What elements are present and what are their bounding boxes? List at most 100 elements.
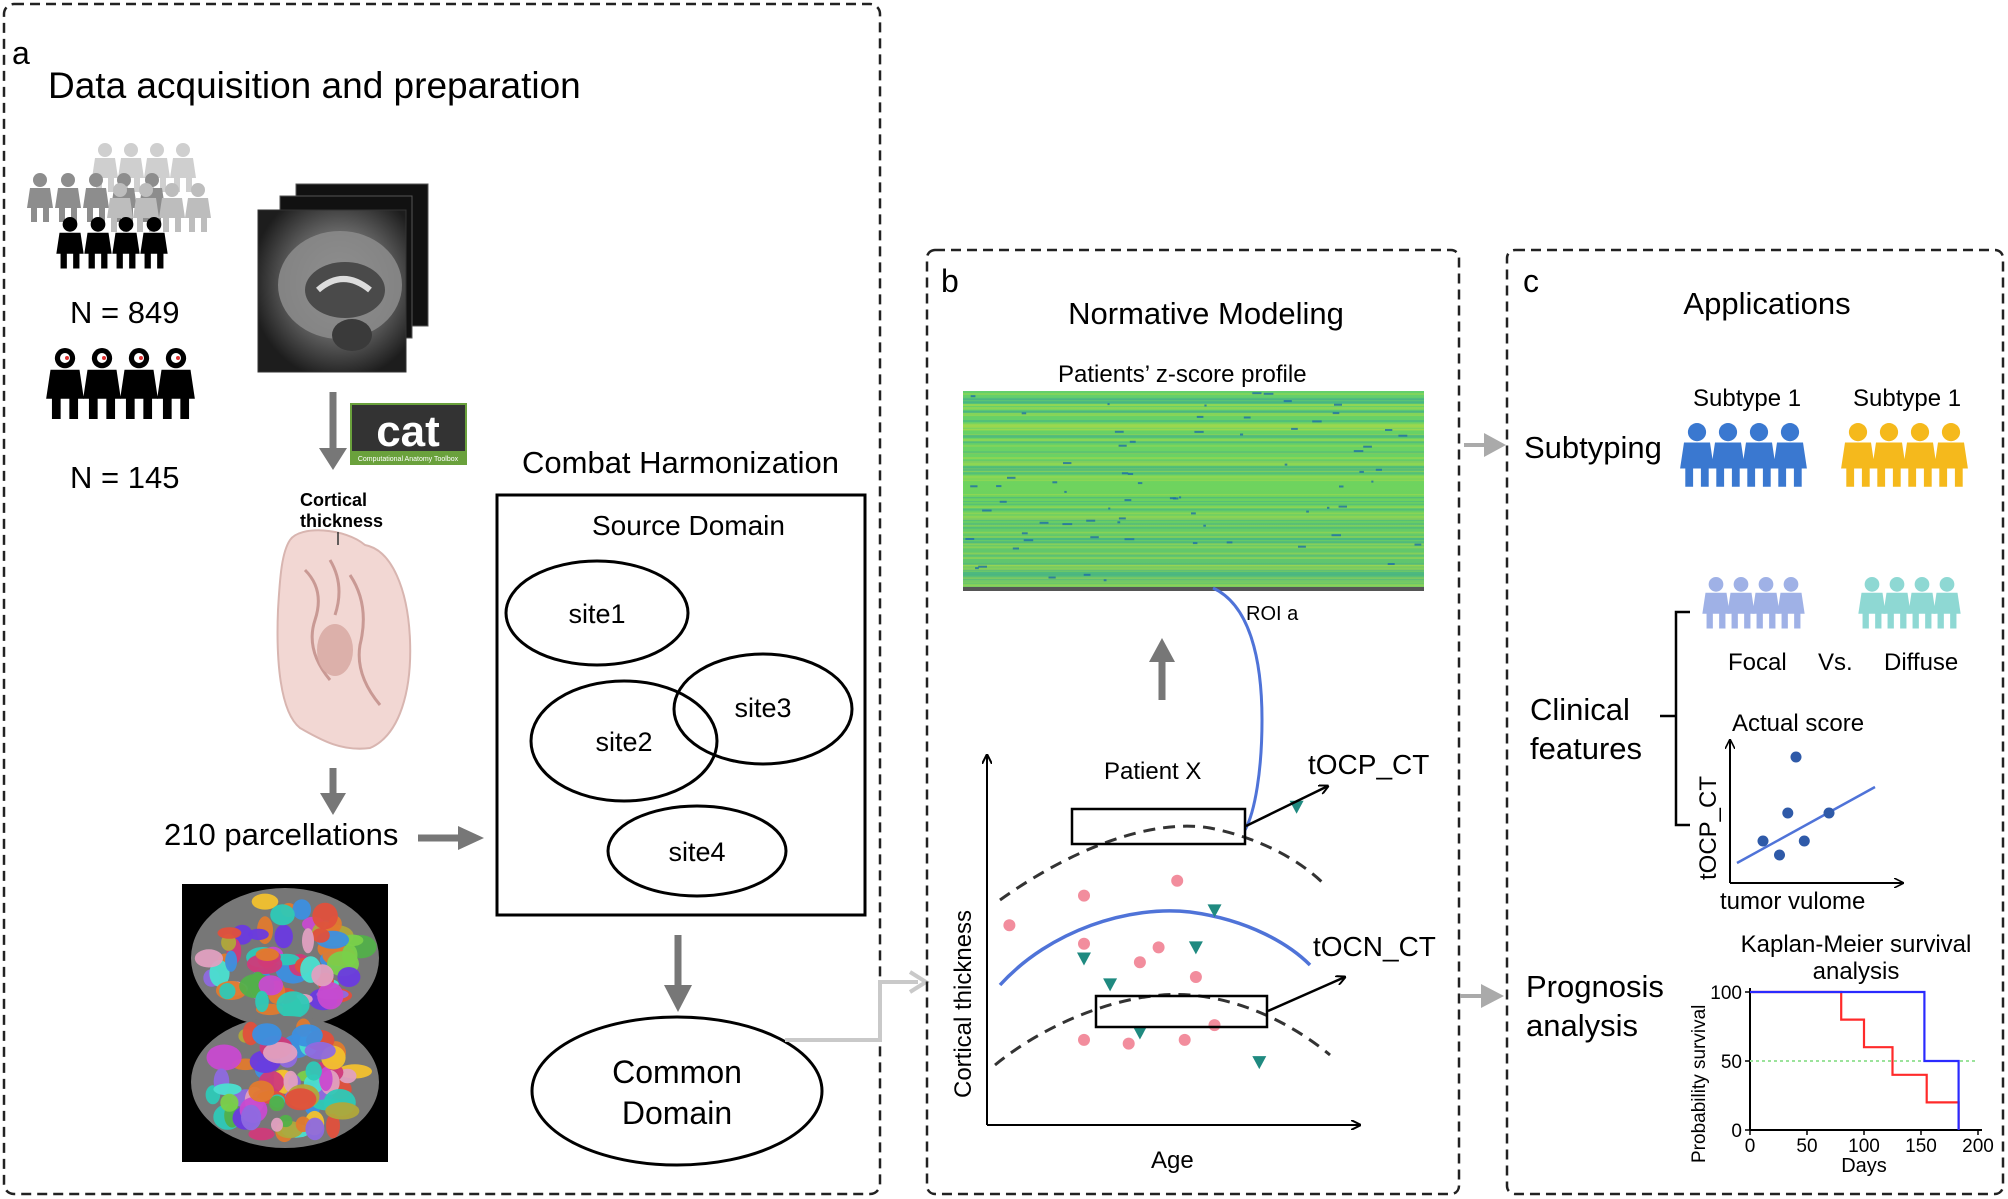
- scatter-point: [1823, 807, 1835, 819]
- person-icon: [55, 173, 81, 222]
- person-icon: [56, 217, 84, 269]
- tocp-box: [1070, 807, 1247, 846]
- km-ylabel: Probability survival: [1689, 1005, 1710, 1163]
- diffuse-label: Diffuse: [1884, 649, 1958, 676]
- mri-slices-icon: [257, 183, 429, 373]
- roi-link-curve: [1212, 586, 1264, 831]
- person-icon: [27, 173, 53, 222]
- connector-arrow-icon: [1460, 984, 1504, 1008]
- site2-label: site2: [595, 727, 652, 757]
- source-domain-label: Source Domain: [592, 510, 785, 541]
- tocp-label: tOCP_CT: [1308, 749, 1429, 780]
- km-x-tick-label: 200: [1962, 1136, 1994, 1157]
- person-icon: [1727, 577, 1755, 629]
- data-point-triangle: [1076, 952, 1091, 966]
- common-domain-line1: Common: [612, 1054, 742, 1090]
- person-icon: [83, 348, 121, 420]
- person-icon: [83, 173, 109, 222]
- regression-line: [1736, 785, 1876, 865]
- clinical-label-line1: Clinical: [1530, 692, 1630, 727]
- person-icon: [159, 183, 185, 232]
- km-x-tick-label: 150: [1905, 1136, 1937, 1157]
- arrow-up-icon: [1149, 638, 1175, 700]
- person-icon: [120, 348, 158, 420]
- arrow-down-icon: [319, 392, 347, 470]
- data-point-dot: [1078, 1033, 1090, 1046]
- site2-ellipse: [529, 679, 719, 803]
- km-series-1: [1750, 990, 1960, 1130]
- vs-label: Vs.: [1818, 649, 1853, 676]
- km-title-line2: analysis: [1813, 958, 1900, 985]
- person-icon: [1773, 423, 1807, 487]
- data-point-dot: [1133, 956, 1146, 969]
- scatter-ylabel: tOCP_CT: [1695, 776, 1722, 880]
- km-y-tick-label: 0: [1731, 1121, 1742, 1142]
- clinical-label-line2: features: [1530, 731, 1642, 766]
- tocn-box: [1094, 994, 1269, 1029]
- person-icon: [1752, 577, 1780, 629]
- scatter-point: [1798, 835, 1810, 847]
- person-icon: [1841, 423, 1875, 487]
- panel-c-border: [1505, 248, 2005, 1196]
- data-point-triangle: [1103, 978, 1118, 992]
- roi-label: ROI a: [1246, 603, 1299, 625]
- combat-title: Combat Harmonization: [522, 445, 839, 480]
- site3-ellipse: [672, 652, 854, 766]
- focal-label: Focal: [1728, 649, 1787, 676]
- person-icon: [185, 183, 211, 232]
- data-point-dot: [1078, 937, 1090, 950]
- person-icon: [1680, 423, 1714, 487]
- scatter-point: [1790, 751, 1802, 763]
- parcellations-label: 210 parcellations: [164, 817, 398, 852]
- person-icon: [1903, 423, 1937, 487]
- subtype-a-label: Subtype 1: [1693, 385, 1801, 412]
- people-group-gray-icon: [27, 143, 211, 232]
- data-point-dot: [1003, 919, 1016, 932]
- people-group-black-icon: [56, 217, 168, 269]
- parcellated-brain-image: [182, 884, 388, 1162]
- person-icon: [170, 143, 196, 192]
- svg-text:cat: cat: [376, 407, 440, 456]
- panel-b-border: [925, 248, 1461, 1196]
- subtype-b-label: Subtype 1: [1853, 385, 1961, 412]
- connector-arrow-icon: [1464, 433, 1506, 457]
- actual-score-label: Actual score: [1732, 710, 1864, 737]
- site3-label: site3: [734, 693, 791, 723]
- data-point-triangle: [1132, 1026, 1147, 1040]
- data-point-triangle: [1188, 941, 1203, 955]
- person-icon: [1711, 423, 1745, 487]
- prognosis-label-line2: analysis: [1526, 1008, 1638, 1043]
- person-icon: [1702, 577, 1730, 629]
- panel-c-title: Applications: [1683, 286, 1850, 321]
- cortical-label-line2: thickness: [300, 511, 383, 531]
- data-point-dot: [1078, 889, 1090, 902]
- subtype-yellow-people-icon: [1841, 423, 1968, 487]
- person-icon: [157, 348, 195, 420]
- mean-curve: [998, 909, 1312, 987]
- km-xlabel: Days: [1841, 1155, 1887, 1177]
- person-icon: [1777, 577, 1805, 629]
- chart-ylabel: Cortical thickness: [950, 910, 977, 1098]
- common-domain-line2: Domain: [622, 1095, 732, 1131]
- data-point-dot: [1189, 971, 1202, 983]
- subtyping-label: Subtyping: [1524, 430, 1662, 465]
- person-icon: [1934, 423, 1968, 487]
- zscore-heatmap: [963, 391, 1424, 587]
- chart-xlabel: Age: [1151, 1147, 1194, 1174]
- cortical-label-line1: Cortical: [300, 490, 367, 510]
- data-point-dot: [1122, 1037, 1135, 1050]
- panel-b-letter: b: [941, 263, 959, 299]
- scatter-point: [1782, 807, 1794, 819]
- bracket-icon: [1660, 610, 1690, 827]
- person-icon: [112, 217, 140, 269]
- panel-a-border: [2, 2, 882, 1196]
- data-point-dot: [1208, 1019, 1221, 1032]
- panel-b-title: Normative Modeling: [1068, 296, 1344, 331]
- data-point-triangle: [1252, 1056, 1267, 1070]
- brain-slice-icon: [276, 529, 412, 750]
- normative-chart: [987, 755, 1360, 1125]
- person-icon: [140, 217, 168, 269]
- arrow-right-icon: [418, 826, 484, 850]
- upper-bound-curve: [999, 824, 1327, 902]
